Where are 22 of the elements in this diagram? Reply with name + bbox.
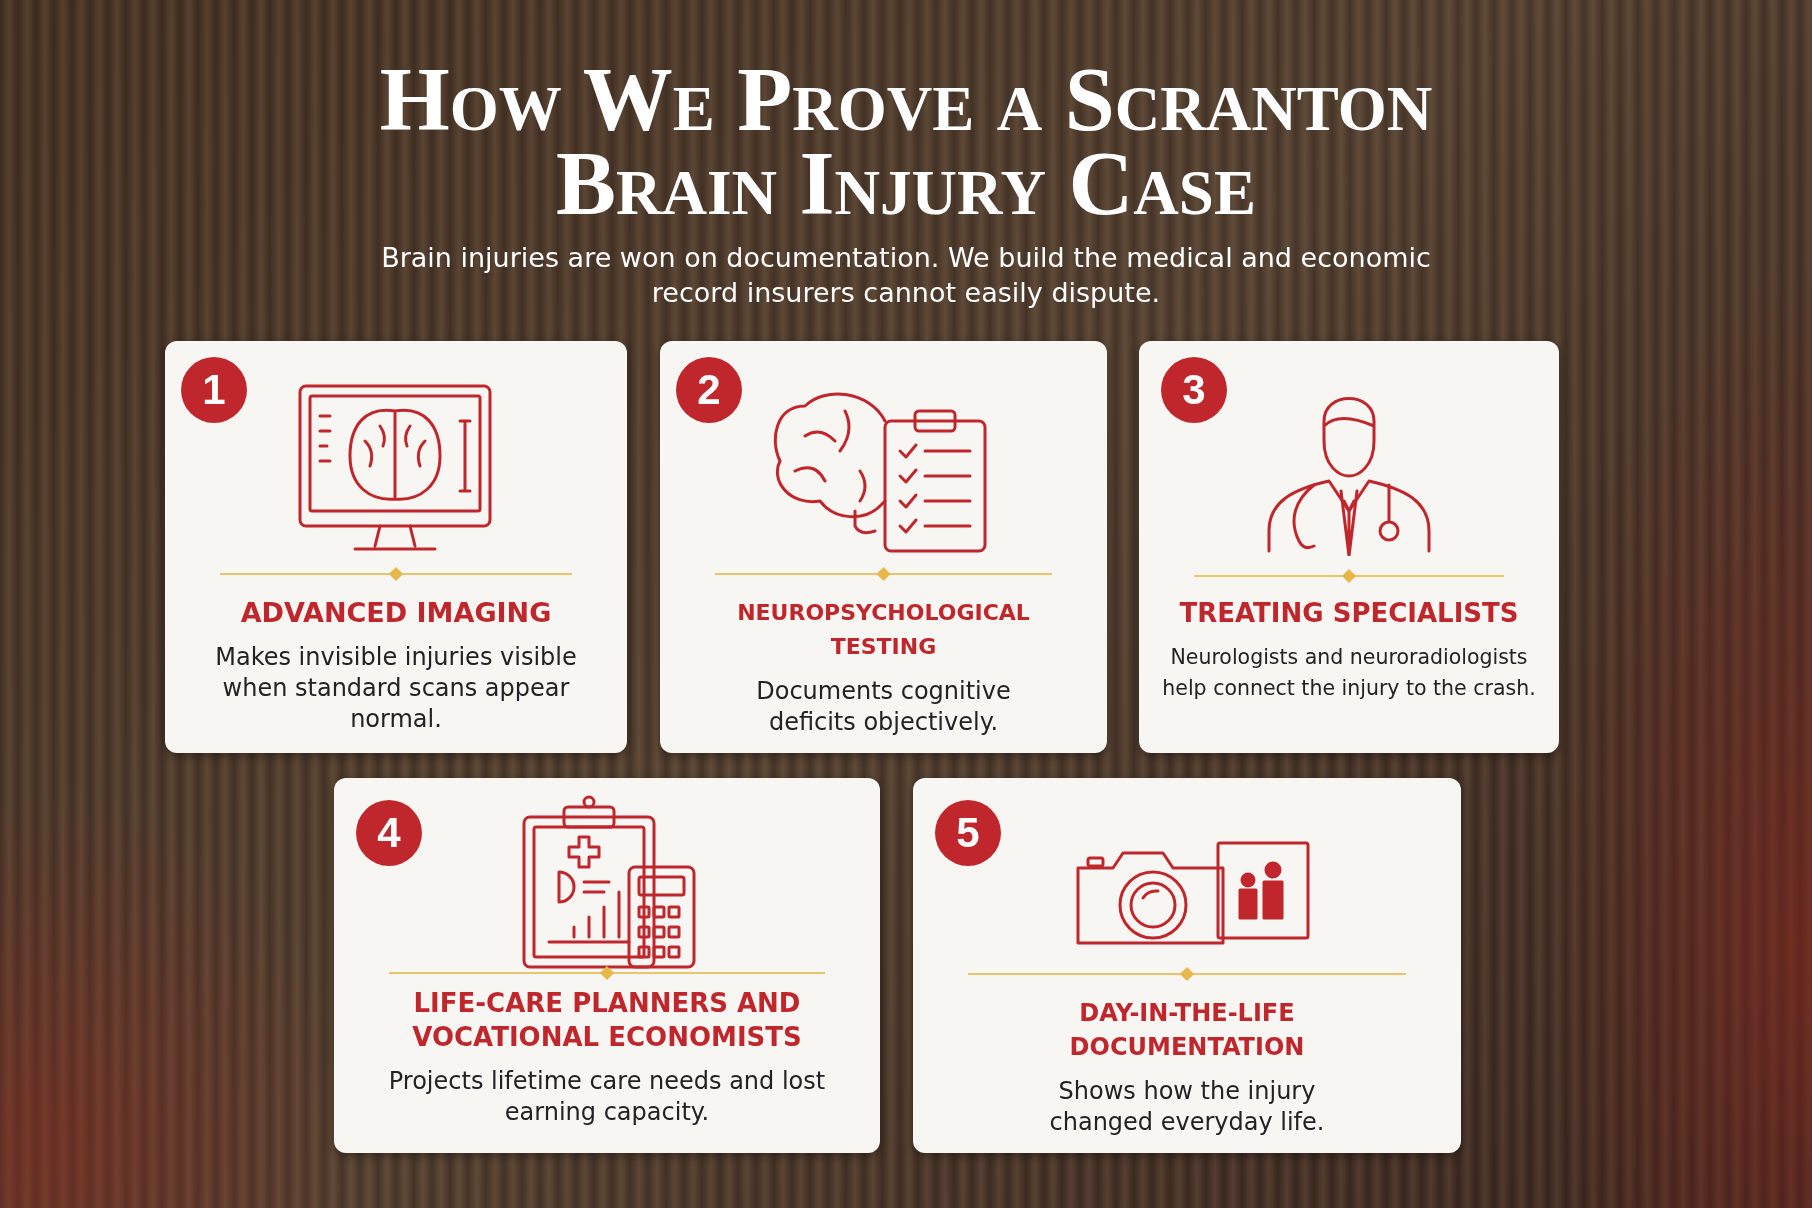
card-description: Shows how the injury changed everyday life. — [1048, 1076, 1326, 1138]
card-description: Projects lifetime care needs and lost earning capacity. — [387, 1066, 827, 1128]
number-badge: 4 — [356, 800, 422, 866]
step-card — [913, 778, 1461, 1153]
card-description: Makes invisible injuries visible when standard scans appear normal. — [214, 642, 578, 735]
number-badge: 1 — [181, 357, 247, 423]
card-heading: NEUROPSYCHOLOGICAL TESTING — [737, 599, 1030, 661]
step-card — [660, 341, 1107, 753]
card-heading: DAY-IN-THE-LIFE DOCUMENTATION — [1068, 998, 1306, 1063]
card-heading: LIFE-CARE PLANNERS AND VOCATIONAL ECONOMISTS — [411, 987, 803, 1054]
step-card — [334, 778, 880, 1153]
card-description: Neurologists and neuroradiologists help connect the injury to the crash. — [1161, 644, 1537, 702]
number-badge: 2 — [676, 357, 742, 423]
step-card — [165, 341, 627, 753]
card-heading: ADVANCED IMAGING — [240, 596, 552, 630]
number-badge: 3 — [1161, 357, 1227, 423]
step-card — [1139, 341, 1559, 753]
title: How We Prove a Scranton Brain Injury Case — [378, 58, 1434, 226]
card-description: Documents cognitive deficits objectively. — [755, 676, 1012, 738]
number-badge: 5 — [935, 800, 1001, 866]
card-heading: TREATING SPECIALISTS — [1179, 597, 1519, 630]
subtitle: Brain injuries are won on documentation. We build the medical and economic record insurers cannot easily dispute. — [380, 241, 1432, 310]
